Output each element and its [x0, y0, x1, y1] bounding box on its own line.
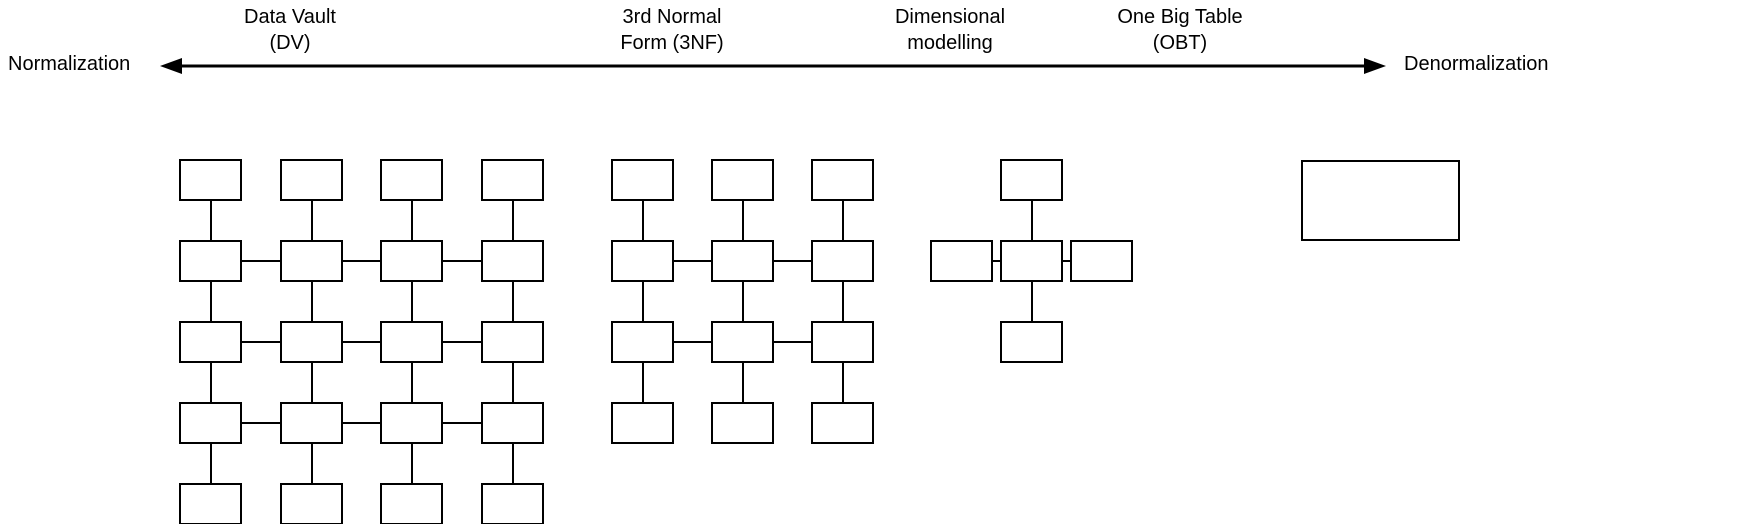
table-node-data-vault[interactable]: [280, 321, 343, 363]
table-node-data-vault[interactable]: [280, 159, 343, 201]
table-node-dimensional-modelling[interactable]: [1000, 240, 1063, 282]
connector-third-normal-form: [842, 201, 844, 240]
table-node-data-vault[interactable]: [380, 240, 443, 282]
connector-third-normal-form: [742, 282, 744, 321]
connector-third-normal-form: [642, 201, 644, 240]
table-node-third-normal-form[interactable]: [811, 240, 874, 282]
table-node-data-vault[interactable]: [380, 159, 443, 201]
connector-data-vault: [311, 444, 313, 483]
table-node-third-normal-form[interactable]: [611, 159, 674, 201]
connector-dimensional-modelling: [993, 260, 1000, 262]
table-node-data-vault[interactable]: [380, 402, 443, 444]
table-node-third-normal-form[interactable]: [711, 402, 774, 444]
table-node-dimensional-modelling[interactable]: [1070, 240, 1133, 282]
table-node-data-vault[interactable]: [380, 483, 443, 524]
axis-label-denormalization: Denormalization: [1404, 53, 1549, 75]
table-node-data-vault[interactable]: [179, 321, 242, 363]
table-node-data-vault[interactable]: [280, 402, 343, 444]
table-node-data-vault[interactable]: [380, 321, 443, 363]
connector-third-normal-form: [674, 341, 711, 343]
connector-dimensional-modelling: [1031, 282, 1033, 321]
connector-data-vault: [512, 444, 514, 483]
double-headed-arrow-icon: [160, 58, 1386, 74]
connector-data-vault: [242, 341, 280, 343]
table-node-third-normal-form[interactable]: [611, 402, 674, 444]
connector-data-vault: [411, 363, 413, 402]
connector-data-vault: [311, 282, 313, 321]
table-node-one-big-table[interactable]: [1301, 160, 1460, 241]
connector-data-vault: [210, 444, 212, 483]
table-node-data-vault[interactable]: [179, 483, 242, 524]
stage-label-dimensional-modelling: Dimensional modelling: [894, 6, 1006, 54]
connector-data-vault: [242, 422, 280, 424]
connector-third-normal-form: [842, 282, 844, 321]
connector-data-vault: [210, 363, 212, 402]
stage-label-one-big-table: One Big Table (OBT): [1117, 6, 1243, 54]
connector-data-vault: [343, 422, 380, 424]
connector-data-vault: [443, 260, 481, 262]
connector-data-vault: [443, 422, 481, 424]
connector-third-normal-form: [774, 341, 811, 343]
connector-data-vault: [411, 201, 413, 240]
table-node-data-vault[interactable]: [179, 159, 242, 201]
connector-third-normal-form: [842, 363, 844, 402]
table-node-dimensional-modelling[interactable]: [1000, 321, 1063, 363]
table-node-data-vault[interactable]: [481, 159, 544, 201]
connector-dimensional-modelling: [1063, 260, 1070, 262]
connector-third-normal-form: [642, 282, 644, 321]
connector-data-vault: [343, 260, 380, 262]
table-node-data-vault[interactable]: [481, 321, 544, 363]
connector-data-vault: [411, 444, 413, 483]
connector-data-vault: [512, 282, 514, 321]
connector-data-vault: [311, 201, 313, 240]
normalization-spectrum-arrow: [160, 56, 1386, 76]
stage-label-data-vault: Data Vault (DV): [244, 6, 336, 54]
table-node-third-normal-form[interactable]: [611, 321, 674, 363]
table-node-data-vault[interactable]: [280, 240, 343, 282]
connector-data-vault: [311, 363, 313, 402]
connector-data-vault: [343, 341, 380, 343]
table-node-third-normal-form[interactable]: [611, 240, 674, 282]
stage-label-third-normal-form: 3rd Normal Form (3NF): [620, 6, 724, 54]
table-node-data-vault[interactable]: [280, 483, 343, 524]
table-node-third-normal-form[interactable]: [711, 321, 774, 363]
connector-data-vault: [512, 363, 514, 402]
connector-third-normal-form: [774, 260, 811, 262]
connector-third-normal-form: [642, 363, 644, 402]
connector-third-normal-form: [674, 260, 711, 262]
table-node-third-normal-form[interactable]: [711, 240, 774, 282]
connector-third-normal-form: [742, 201, 744, 240]
table-node-dimensional-modelling[interactable]: [1000, 159, 1063, 201]
connector-dimensional-modelling: [1031, 201, 1033, 240]
table-node-dimensional-modelling[interactable]: [930, 240, 993, 282]
connector-data-vault: [210, 282, 212, 321]
table-node-data-vault[interactable]: [179, 402, 242, 444]
connector-data-vault: [210, 201, 212, 240]
table-node-data-vault[interactable]: [481, 240, 544, 282]
connector-third-normal-form: [742, 363, 744, 402]
connector-data-vault: [512, 201, 514, 240]
connector-data-vault: [242, 260, 280, 262]
table-node-third-normal-form[interactable]: [711, 159, 774, 201]
connector-data-vault: [411, 282, 413, 321]
table-node-data-vault[interactable]: [481, 483, 544, 524]
table-node-third-normal-form[interactable]: [811, 159, 874, 201]
table-node-third-normal-form[interactable]: [811, 321, 874, 363]
table-node-third-normal-form[interactable]: [811, 402, 874, 444]
axis-label-normalization: Normalization: [8, 53, 131, 75]
table-node-data-vault[interactable]: [179, 240, 242, 282]
table-node-data-vault[interactable]: [481, 402, 544, 444]
connector-data-vault: [443, 341, 481, 343]
